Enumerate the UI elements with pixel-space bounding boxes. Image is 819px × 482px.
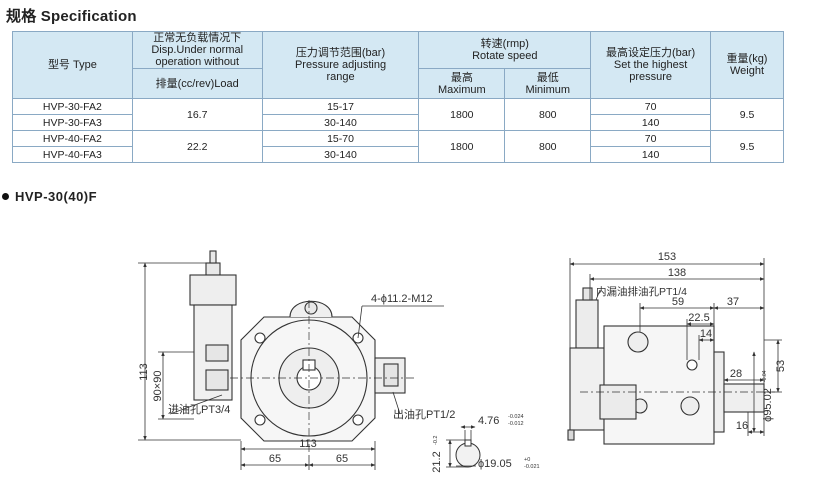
dim-phi-95-tol: -0.04 — [762, 370, 768, 382]
model-heading: HVP-30(40)F — [2, 189, 97, 204]
cell-min: 800 — [504, 130, 592, 163]
header-speed: 转速(rmp)Rotate speed — [418, 31, 592, 69]
bolt-callout: 4-ϕ11.2-M12 — [371, 293, 433, 305]
drain-callout: 内漏油排油孔PT1/4 — [596, 285, 687, 298]
shaft-key-detail — [455, 439, 481, 468]
key-width-tol2: -0.012 — [508, 421, 524, 427]
key-height-tol: -0.2 — [433, 436, 439, 445]
dim-113-vertical: 113 — [138, 363, 150, 381]
inlet-callout: 进油孔PT3/4 — [168, 402, 230, 416]
cell-type: HVP-40-FA2 — [12, 130, 133, 147]
dim-37: 37 — [727, 296, 739, 308]
dim-14: 14 — [700, 328, 712, 340]
dim-phi-95: ϕ95.02 — [762, 388, 774, 422]
dim-65-left: 65 — [269, 453, 281, 465]
key-width-tol1: -0.024 — [508, 414, 524, 420]
dim-16: 16 — [736, 420, 748, 432]
dim-28: 28 — [730, 368, 742, 380]
side-view-drawing — [567, 287, 775, 445]
cell-weight: 9.5 — [710, 130, 784, 163]
dim-65-right: 65 — [336, 453, 348, 465]
key-height: 21.2 — [431, 451, 443, 472]
outlet-callout: 出油孔PT1/2 — [393, 407, 455, 421]
cell-weight: 9.5 — [710, 98, 784, 131]
spec-title: 规格 Specification — [6, 8, 137, 25]
cell-disp: 16.7 — [131, 98, 263, 131]
shaft-diameter-tol2: -0.021 — [524, 464, 540, 470]
bullet-icon — [2, 193, 9, 200]
cell-max: 1800 — [418, 130, 506, 163]
dim-22-5: 22.5 — [688, 312, 709, 324]
header-disp-load: 排量(cc/rev)Load — [131, 68, 263, 99]
key-width: 4.76 — [478, 415, 499, 427]
dim-90x90: 90×90 — [152, 371, 164, 402]
cell-set: 140 — [590, 146, 712, 163]
cell-pressure: 30-140 — [261, 114, 420, 131]
dim-59: 59 — [672, 296, 684, 308]
dim-138: 138 — [668, 267, 686, 279]
cell-disp: 22.2 — [131, 130, 263, 163]
cell-type: HVP-40-FA3 — [12, 146, 133, 163]
dim-53: 53 — [775, 360, 787, 372]
header-weight: 重量(kg)Weight — [710, 31, 784, 99]
shaft-diameter-tol1: +0 — [524, 457, 530, 463]
front-view-drawing — [189, 250, 415, 455]
cell-pressure: 30-140 — [261, 146, 420, 163]
shaft-diameter: ϕ19.05 — [478, 458, 512, 470]
dim-153: 153 — [658, 251, 676, 263]
cell-max: 1800 — [418, 98, 506, 131]
dim-113-horizontal: 113 — [299, 438, 317, 450]
